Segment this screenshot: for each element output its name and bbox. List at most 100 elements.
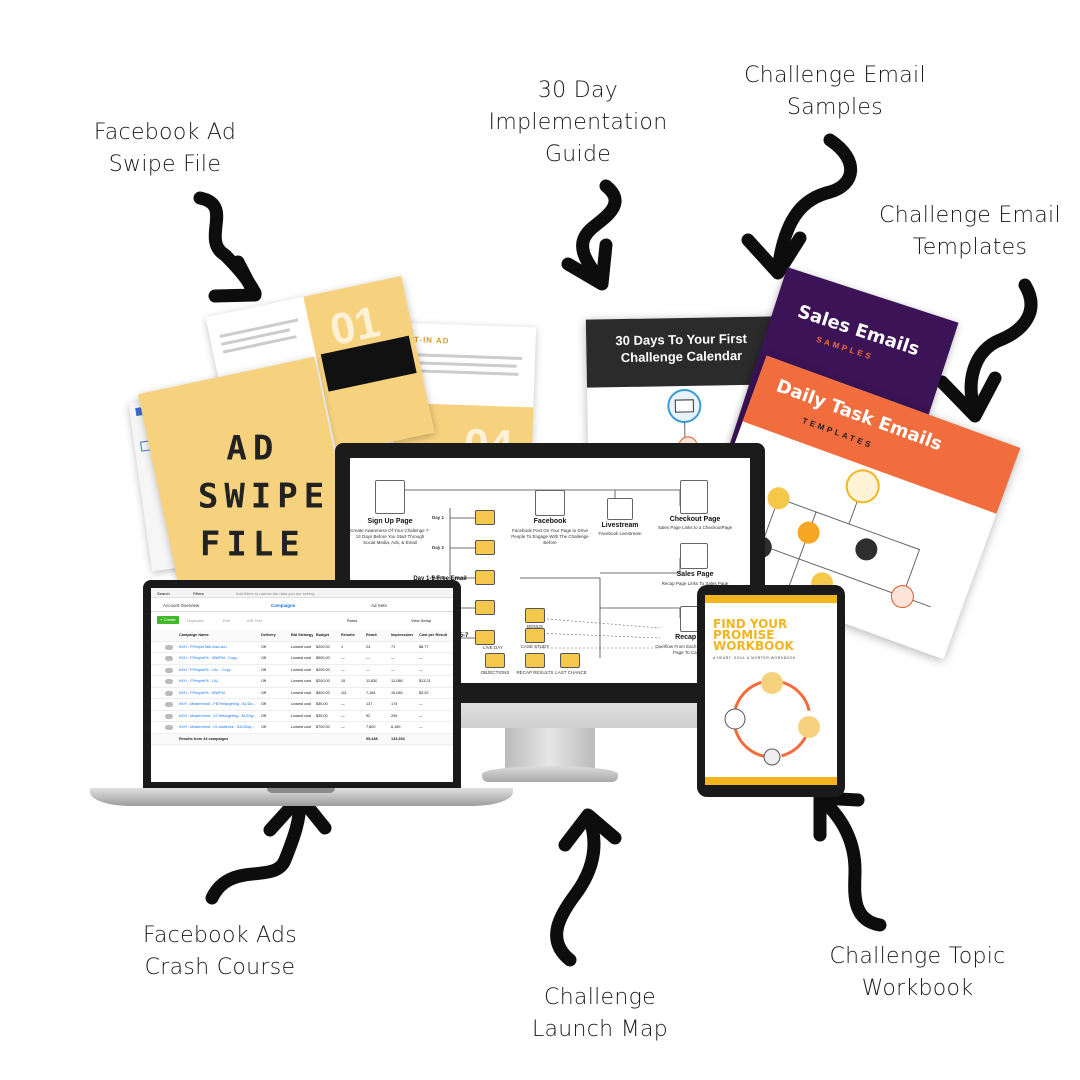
workbook-screen: FIND YOUR PROMISE WORKBOOK A HEART, SOUL… [705, 595, 837, 785]
table-cell: Lowest cost [291, 713, 312, 718]
table-cell: — [366, 667, 370, 672]
filters-button[interactable]: Filters [193, 591, 204, 596]
table-cell: 15,080 [391, 690, 403, 695]
side-label: 5-7 [459, 633, 469, 639]
workbook-title: FIND YOUR PROMISE WORKBOOK [713, 617, 794, 653]
table-cell: $13.21 [419, 679, 431, 683]
table-cell: Campaign Name [179, 633, 209, 637]
arrow-implementation [561, 179, 622, 291]
table-row[interactable]: KKH - Mastermind - IG Retargeting - $1/D… [151, 711, 453, 722]
laptop-base [90, 788, 513, 806]
arrow-ads-course [205, 790, 332, 905]
tab-account-overview[interactable]: Account Overview [163, 603, 200, 608]
objections-label: OBJECTIONS [480, 670, 510, 675]
table-cell: $200.00 [316, 667, 330, 672]
table-cell: — [419, 713, 423, 718]
table-cell: $700.00 [316, 725, 330, 729]
toggle-switch[interactable] [165, 667, 173, 673]
email-icon [475, 540, 495, 555]
filter-hint: Add filters to narrow the data you are s… [236, 591, 315, 596]
ads-tabs: Account Overview Campaigns Ad Sets [151, 601, 453, 612]
table-cell: 174 [391, 702, 398, 706]
table-cell: Bid Strategy [291, 633, 314, 637]
arrow-email-samples [741, 133, 858, 280]
table-cell: Delivery [261, 633, 276, 637]
ads-manager-screen: Search Filters Add filters to narrow the… [151, 588, 453, 782]
toggle-switch[interactable] [165, 690, 173, 696]
case-study-label: CASE STUDY [520, 644, 550, 649]
toggle-switch[interactable] [165, 713, 173, 719]
table-cell: — [341, 656, 345, 660]
table-cell: Off [261, 644, 266, 649]
table-cell: Results [341, 633, 355, 637]
table-row[interactable]: KKH - Mastermind - FB Retargeting - $1/D… [151, 699, 453, 711]
workbook-subtitle: A HEART, SOUL & MORTER WORKBOOK [713, 656, 796, 660]
checkout-subtitle: Sales Page Links to a CheckoutPage [657, 525, 733, 530]
table-cell: — [341, 713, 345, 718]
calendar-header: 30 Days To Your First Challenge Calendar [585, 316, 777, 388]
table-row[interactable]: KKH - Mastermind - IG audience - $10/Day… [151, 722, 453, 734]
toggle-switch[interactable] [165, 679, 173, 684]
toggle-switch[interactable] [165, 656, 173, 661]
duplicate-button[interactable]: Duplicate [187, 618, 204, 623]
view-setup-button[interactable]: View Setup [411, 618, 432, 623]
email-icon [525, 628, 545, 643]
toggle-switch[interactable] [165, 702, 173, 707]
table-cell: Off [261, 667, 266, 672]
launch-map-screen: Sign Up Page Create Awareness Of Your Ch… [350, 458, 750, 683]
recap-results-label: RECAP RESULTS [516, 670, 554, 675]
table-cell: 92 [366, 713, 371, 718]
toggle-switch[interactable] [165, 644, 173, 650]
recap-page-title: Recap Page [675, 634, 715, 641]
tab-campaigns[interactable]: Campaigns [271, 603, 296, 608]
table-cell: Results from 44 campaigns [179, 736, 229, 741]
table-cell: — [391, 667, 395, 672]
tab-ad-sets[interactable]: Ad Sets [371, 603, 387, 608]
facebook-title: Facebook [533, 518, 567, 525]
table-cell: 7,184 [366, 690, 376, 695]
table-cell: Off [261, 702, 266, 706]
table-cell: 133,394 [391, 736, 405, 741]
laptop-notch [267, 788, 335, 793]
table-cell: KKH - FPeopleTalk lead-ad-r [179, 644, 228, 649]
table-cell: Lowest cost [291, 702, 312, 706]
table-cell: 206 [391, 713, 398, 718]
table-cell: Lowest cost [291, 690, 312, 695]
search-button[interactable]: Search [157, 591, 170, 596]
table-cell: Off [261, 679, 266, 683]
ab-test-button[interactable]: A/B Test [247, 618, 262, 623]
livestream-icon [607, 498, 633, 520]
table-cell: 137 [366, 702, 373, 706]
table-cell: Off [261, 690, 266, 695]
facebook-subtitle: Facebook Post On Your Page to Drive Peop… [511, 528, 589, 545]
toggle-switch[interactable] [165, 725, 173, 730]
table-cell: — [366, 656, 370, 660]
table-cell: $200.00 [316, 644, 330, 649]
table-cell: — [341, 702, 345, 706]
ads-search-bar: Search Filters Add filters to narrow the… [151, 588, 453, 598]
table-cell: — [419, 702, 423, 706]
table-cell: — [391, 656, 395, 660]
facebook-icon [535, 490, 565, 516]
checkout-page-icon [680, 480, 708, 514]
table-cell: Lowest cost [291, 679, 312, 683]
day-2-label: Day 2 [431, 545, 444, 550]
table-cell: $200.00 [316, 679, 330, 683]
live-day-label: LIVE DAY [483, 645, 503, 650]
table-cell: 15 [341, 679, 346, 683]
create-button[interactable]: + Create [157, 616, 179, 624]
table-cell: $8.77 [419, 644, 429, 649]
bonus-label: BONUS [526, 624, 543, 629]
rules-button[interactable]: Rules [347, 618, 358, 623]
edit-button[interactable]: Edit [223, 618, 230, 623]
table-cell: $35.00 [316, 713, 328, 718]
